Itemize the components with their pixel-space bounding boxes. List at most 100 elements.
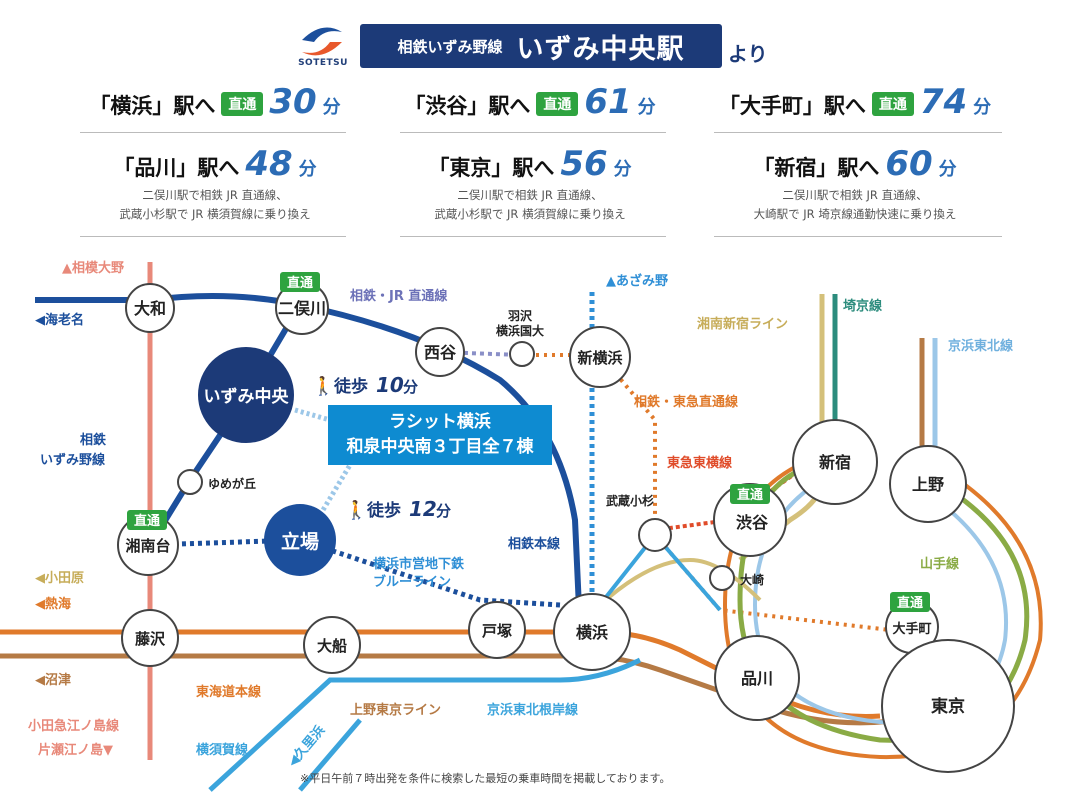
lbl-numazu: ◀沼津	[35, 672, 71, 688]
station-yumegaoka	[177, 469, 203, 495]
sotetsu-logo-icon	[302, 27, 342, 56]
divider	[400, 132, 666, 133]
lbl-blue-line-1: 横浜市営地下鉄	[373, 556, 464, 572]
lbl-shonan-shinjuku: 湘南新宿ライン	[697, 316, 788, 332]
note-line: 二俣川駅で相鉄 JR 直通線、	[142, 188, 288, 202]
station-totsuka	[468, 601, 526, 659]
map-badge-text: 直通	[737, 487, 763, 503]
station-shinjuku	[792, 419, 878, 505]
minutes: 74	[919, 82, 968, 122]
divider	[714, 132, 1002, 133]
sotetsu-izumino-line	[147, 303, 303, 547]
label-shin-yokohama: 新横浜	[577, 349, 622, 367]
lbl-katase: 片瀬江ノ島▼	[38, 742, 113, 758]
station-nishiya	[415, 327, 465, 377]
minutes: 30	[269, 82, 317, 122]
lbl-saikyo: 埼京線	[843, 298, 883, 314]
minutes: 60	[885, 144, 933, 184]
dest-label: 「渋谷」駅へ	[404, 94, 531, 118]
dest-label: 「品川」駅へ	[113, 156, 240, 180]
lbl-sotetsu-jr: 相鉄・JR 直通線	[350, 288, 448, 304]
shonan-bridge	[598, 557, 762, 607]
map-badge-text: 直通	[287, 275, 313, 291]
dest-label: 「新宿」駅へ	[753, 156, 880, 180]
walk1-unit: 分	[403, 378, 418, 396]
station-tokyo	[881, 639, 1015, 773]
minutes: 48	[245, 144, 293, 184]
walk2-label: 徒歩	[366, 500, 401, 521]
walk2-num: 12	[409, 497, 437, 521]
station-hazawa	[509, 341, 535, 367]
blue-line	[149, 537, 561, 608]
unit: 分	[637, 97, 656, 118]
label-tokyo: 東京	[931, 696, 965, 717]
label-shibuya: 渋谷	[736, 513, 769, 532]
label-yokohama: 横浜	[576, 623, 608, 642]
lbl-blue-line-2: ブルーライン	[373, 574, 451, 590]
lbl-sagami-ono: ▲相模大野	[62, 260, 124, 276]
label-nishiya: 西谷	[424, 343, 457, 362]
note-line: 二俣川駅で相鉄 JR 直通線、	[457, 188, 603, 202]
lbl-ueno-tokyo: 上野東京ライン	[350, 702, 441, 718]
station-yamato	[125, 283, 175, 333]
divider	[400, 236, 666, 237]
dest-label: 「大手町」駅へ	[718, 94, 866, 118]
dest-label: 「横浜」駅へ	[89, 94, 216, 118]
orange-loop	[722, 458, 1043, 760]
label-yamato: 大和	[134, 299, 166, 318]
label-izumi-chuo: いずみ中央	[204, 386, 290, 407]
lbl-odawara: ◀小田原	[35, 571, 84, 586]
walk-link-2	[317, 463, 353, 517]
label-fujisawa: 藤沢	[135, 630, 166, 648]
lbl-toyoko: 東急東横線	[667, 455, 733, 471]
note-line: 武蔵小杉駅で JR 横須賀線に乗り換え	[434, 207, 626, 221]
label-futamatagawa: 二俣川	[278, 299, 326, 318]
walk-icon: 🚶	[312, 375, 334, 397]
map-badge-text: 直通	[134, 513, 160, 529]
yokosuka-line-seg	[298, 718, 362, 792]
station-yokohama	[553, 593, 631, 671]
lbl-sotetsu-izumino-2: いずみ野線	[40, 452, 106, 468]
walk1-label: 徒歩	[333, 376, 368, 397]
walk-link-1	[294, 407, 331, 423]
note-line: 二俣川駅で相鉄 JR 直通線、	[782, 188, 928, 202]
direct-badge: 直通	[536, 92, 579, 116]
minutes: 61	[584, 82, 632, 122]
label-musashi-kosugi: 武蔵小杉	[606, 493, 654, 508]
inner-blue-loop	[752, 478, 1008, 725]
unit: 分	[298, 159, 317, 180]
lbl-azamino: ▲あざみ野	[606, 273, 668, 289]
lbl-odakyu-enoshima: 小田急江ノ島線	[28, 718, 120, 734]
divider	[80, 236, 346, 237]
title-box: 相鉄いずみ野線 いずみ中央駅	[360, 24, 722, 68]
yamanote-line	[737, 467, 1030, 743]
lbl-keihin-tohoku: 京浜東北線	[948, 338, 1014, 354]
title-line-name: 相鉄いずみ野線	[397, 37, 503, 56]
title-suffix: より	[728, 42, 768, 66]
footnote: ※平日午前７時出発を条件に検索した最短の乗車時間を掲載しております。	[300, 772, 671, 785]
station-izumi-chuo	[198, 347, 294, 443]
map-badge-shonandai	[127, 510, 167, 530]
label-yumegaoka: ゆめが丘	[208, 476, 256, 491]
walk1-num: 10	[376, 373, 404, 397]
walk-icon: 🚶	[345, 499, 367, 521]
map-badge-text: 直通	[897, 595, 923, 611]
lbl-tokaido: 東海道本線	[196, 684, 262, 700]
station-musashi-kosugi	[638, 518, 672, 552]
lbl-yamanote: 山手線	[920, 556, 960, 572]
lbl-yokosuka: 横須賀線	[196, 742, 249, 758]
label-tateba: 立場	[281, 530, 319, 553]
lbl-sotetsu-izumino-1: 相鉄	[80, 432, 106, 448]
label-osaki: 大崎	[740, 572, 764, 587]
station-tateba	[264, 504, 336, 576]
unit: 分	[973, 97, 992, 118]
keihin-negishi-line	[208, 657, 642, 792]
walk2-unit: 分	[436, 502, 451, 520]
label-otemachi: 大手町	[892, 621, 931, 637]
